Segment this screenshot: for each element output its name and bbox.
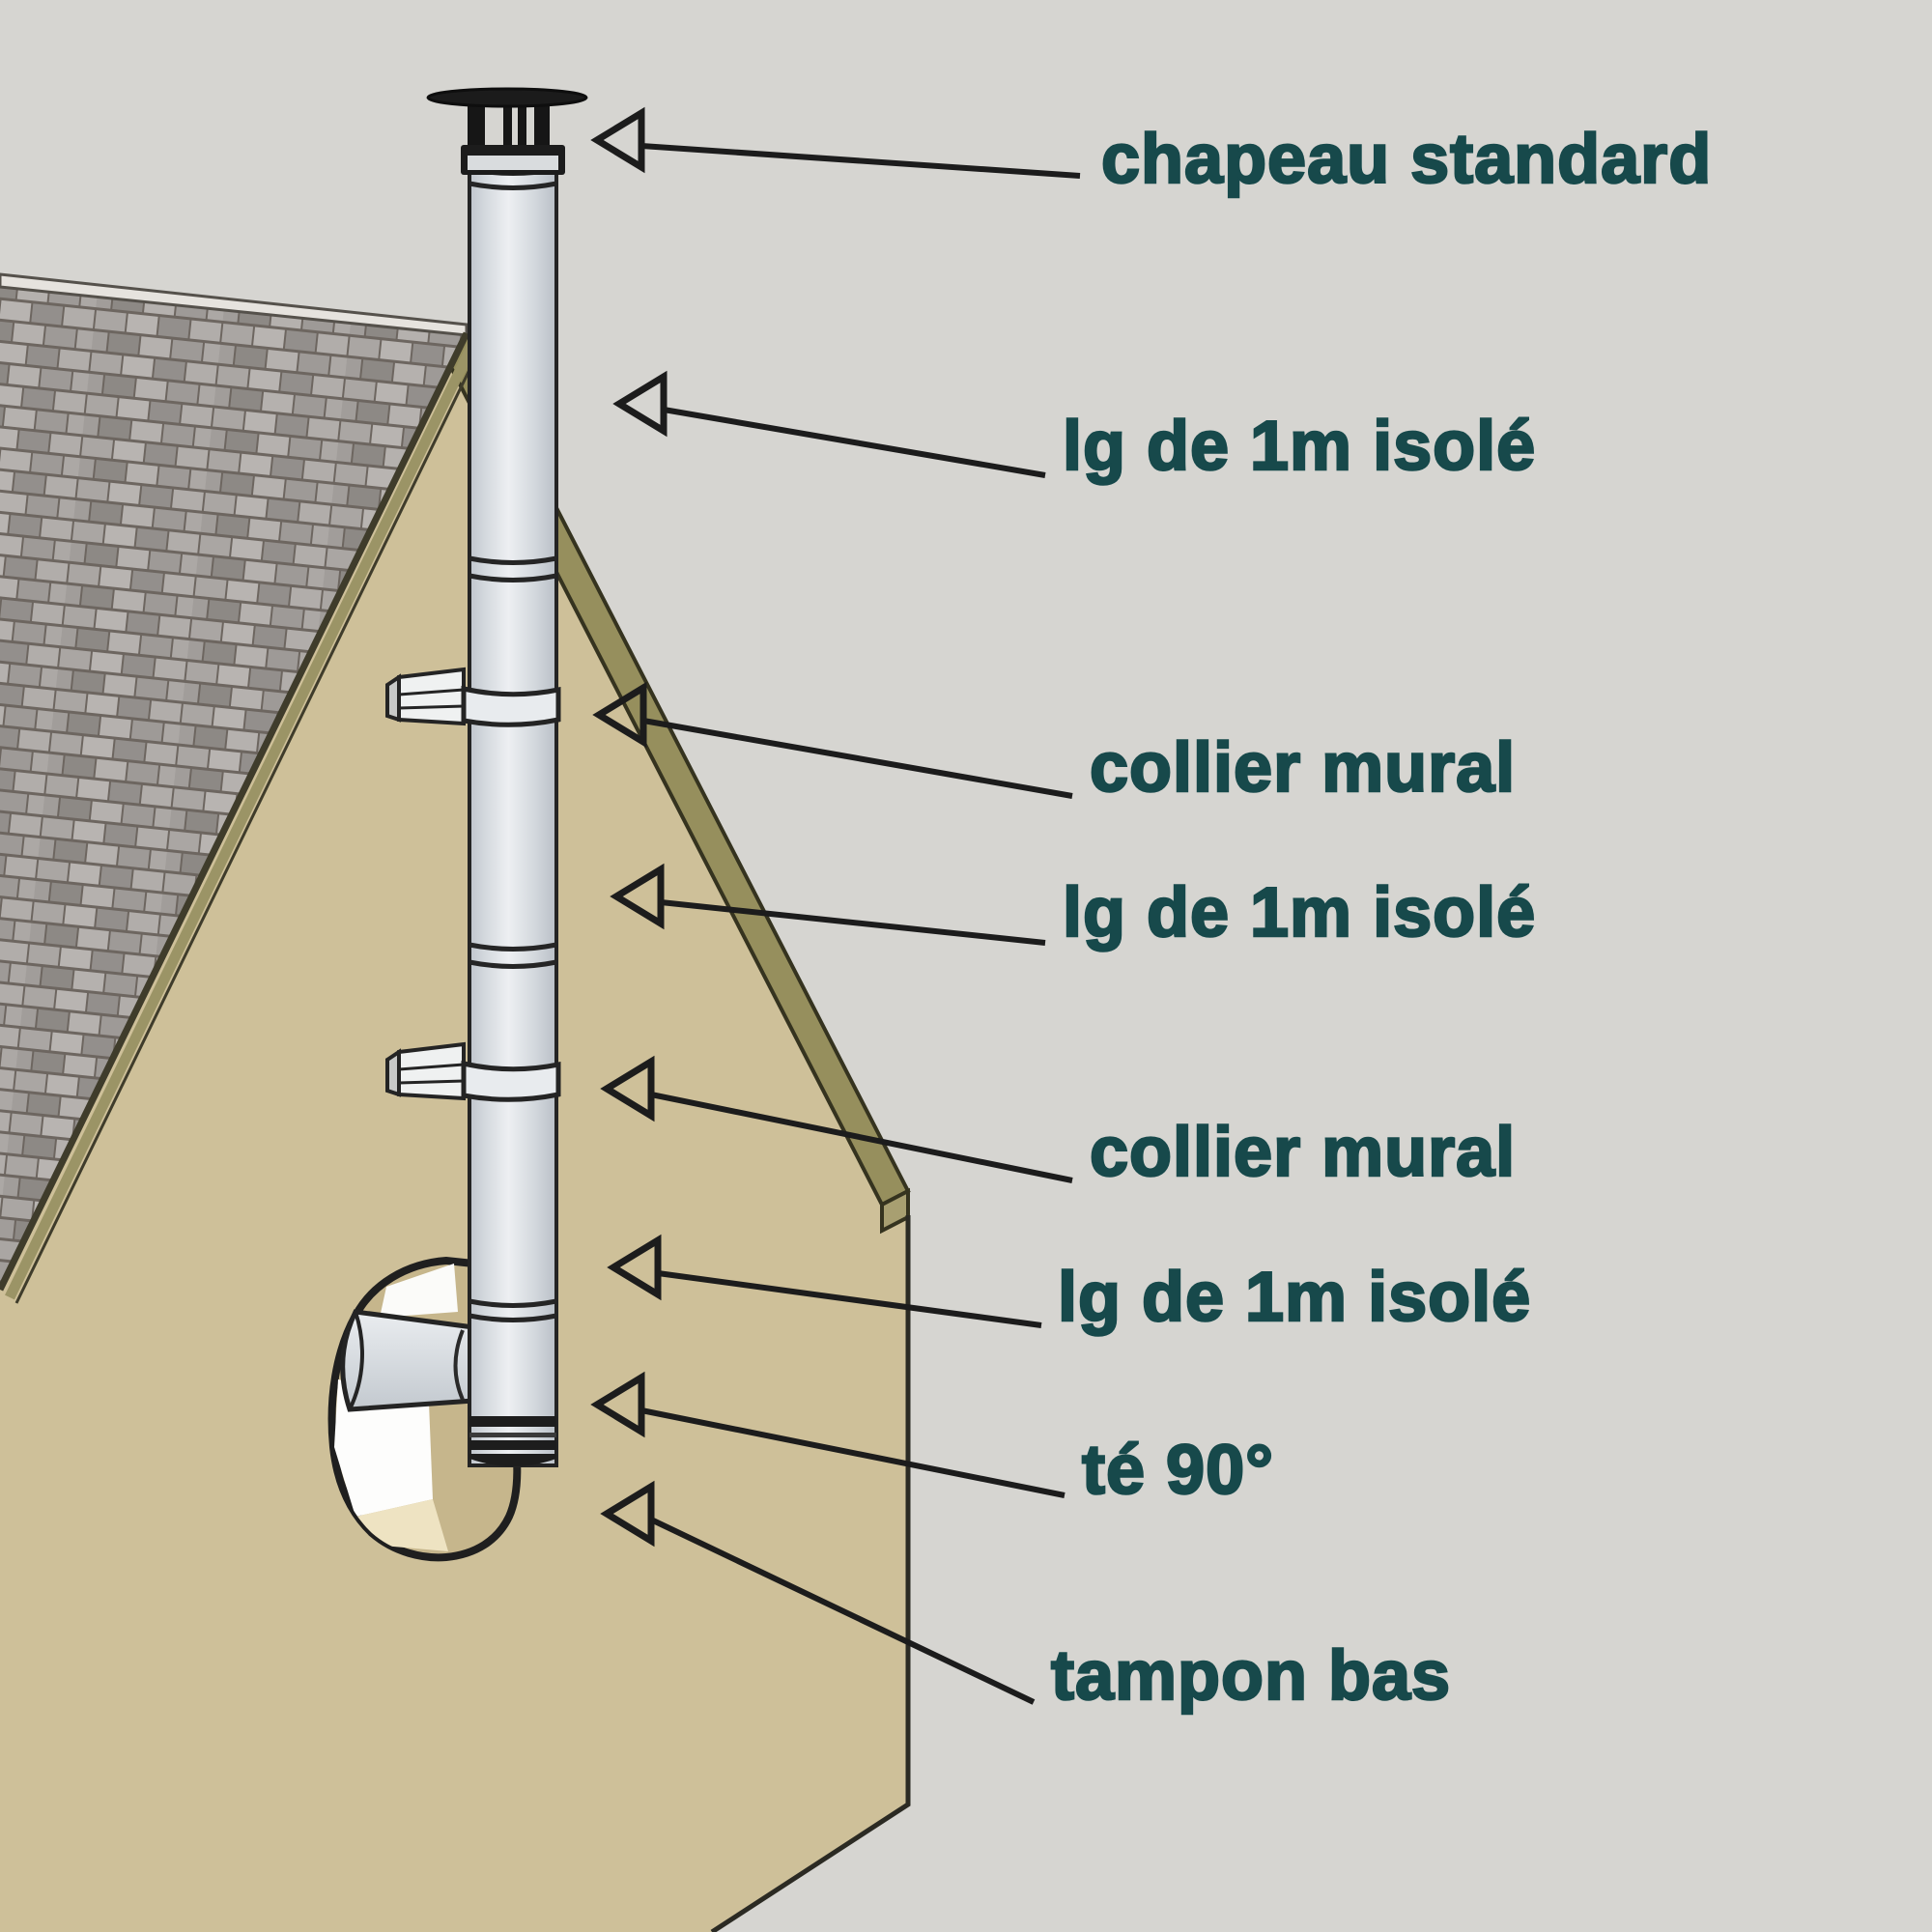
annotation-chapeau-standard: chapeau standard	[590, 106, 1712, 199]
cap-post	[503, 102, 512, 147]
shingle-surface	[0, 283, 467, 1290]
cap-post	[534, 102, 550, 147]
pipe-joint-ring	[469, 942, 557, 952]
annotation-lg-1m-isole-2: lg de 1m isolé	[610, 863, 1536, 952]
flue-assembly	[340, 87, 588, 1467]
wall-bracket-2	[385, 1041, 561, 1102]
leader-line	[663, 407, 1046, 478]
hole-highlight-lower	[334, 1379, 433, 1517]
leader-line	[649, 1517, 1036, 1705]
arrow-left-icon	[610, 863, 665, 930]
bottom-cap	[469, 1416, 556, 1466]
tee-seam	[453, 1329, 465, 1401]
bracket-band	[461, 685, 561, 727]
eave-edge-outer	[0, 331, 470, 1292]
leader-line	[640, 1407, 1065, 1498]
fascia-board-end	[880, 1187, 910, 1235]
label-chapeau-standard: chapeau standard	[1101, 121, 1712, 198]
arrow-left-icon	[612, 370, 668, 438]
arrow-left-icon	[592, 681, 647, 749]
chimney-cap	[426, 87, 588, 175]
horizontal-duct	[340, 1309, 476, 1412]
bracket-detail	[398, 1063, 465, 1085]
annotation-te-90: té 90°	[590, 1371, 1274, 1510]
arrow-left-icon	[600, 1055, 655, 1122]
leader-line	[660, 899, 1046, 946]
bracket-plate	[397, 667, 466, 726]
cap-post	[468, 102, 485, 147]
bracket-plate	[397, 1041, 466, 1101]
label-collier-mural-2: collier mural	[1090, 1114, 1516, 1191]
leader-line	[650, 1092, 1073, 1183]
cap-post	[518, 102, 526, 147]
annotation-collier-mural-2: collier mural	[600, 1055, 1516, 1192]
pipe-joint-ring	[469, 181, 557, 190]
bracket-band	[461, 1060, 561, 1102]
label-te-90: té 90°	[1082, 1432, 1274, 1509]
horizontal-duct-rim	[348, 1311, 364, 1410]
bracket-detail	[398, 688, 465, 710]
hole-highlight-upper	[380, 1264, 458, 1318]
arrow-left-icon	[590, 1371, 645, 1438]
leader-line	[657, 1270, 1042, 1328]
wall-bracket-1	[385, 667, 561, 727]
annotation-lg-1m-isole-3: lg de 1m isolé	[607, 1234, 1531, 1337]
flue-pipe-body	[468, 156, 558, 1467]
pipe-joint-ring	[469, 1313, 557, 1322]
leader-line	[640, 143, 1081, 179]
eave-edge-inner	[14, 343, 484, 1304]
label-tampon-bas: tampon bas	[1051, 1637, 1451, 1715]
pipe-joint-ring	[469, 959, 557, 969]
pipe-joint-ring	[469, 1298, 557, 1308]
cap-disc	[426, 87, 588, 108]
annotation-collier-mural-1: collier mural	[592, 681, 1516, 808]
pipe-joint-ring	[469, 555, 557, 565]
leader-line	[642, 718, 1073, 799]
arrow-left-icon	[600, 1480, 655, 1548]
wall-corner-edge	[710, 1215, 911, 1932]
cap-collar-band	[468, 156, 558, 170]
annotation-lg-1m-isole-1: lg de 1m isolé	[612, 370, 1536, 486]
roof	[0, 272, 484, 1304]
arrow-left-icon	[607, 1234, 662, 1301]
hole-reveal-cream	[355, 1499, 448, 1551]
label-lg-1m-isole-3: lg de 1m isolé	[1058, 1259, 1531, 1336]
label-lg-1m-isole-2: lg de 1m isolé	[1063, 874, 1536, 952]
label-collier-mural-1: collier mural	[1090, 729, 1516, 807]
label-lg-1m-isole-1: lg de 1m isolé	[1063, 408, 1536, 485]
annotation-tampon-bas: tampon bas	[600, 1480, 1451, 1716]
annotations: chapeau standard lg de 1m isolé collier mu…	[590, 106, 1712, 1716]
arrow-left-icon	[590, 106, 645, 174]
pipe-joint-ring	[469, 573, 557, 582]
eave-fascia-strip	[5, 336, 480, 1300]
